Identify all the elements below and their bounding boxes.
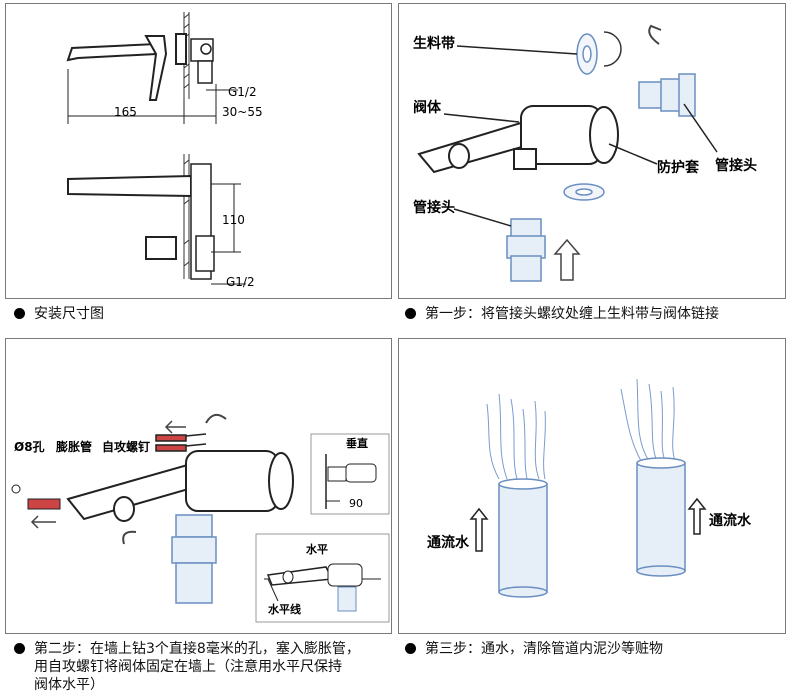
step-one-drawing: 生料带 阀体 防护套 管接头 管接头 xyxy=(413,24,757,282)
pipe-joint-mounted xyxy=(171,514,217,604)
panel-step-three: 通流水 通流水 xyxy=(398,338,786,634)
handle-side-view xyxy=(144,35,168,101)
rotate-arrow-icon xyxy=(205,413,227,424)
bullet-icon xyxy=(405,308,416,319)
panel-dimensions: G1/2 165 30~55 110 G1/2 xyxy=(5,3,392,299)
inset-horizontal xyxy=(255,533,390,623)
arrow-left-icon xyxy=(164,420,186,434)
anchor-plug xyxy=(27,498,61,510)
panel-step-two: Ø8孔 膨胀管 自攻螺钉 垂直 90 水平 水平线 xyxy=(5,338,392,634)
valve-body-top xyxy=(190,38,214,84)
label-vertical: 垂直 xyxy=(346,436,368,450)
label-anchor: 膨胀管 xyxy=(55,439,92,454)
dim-label-g12-top: G1/2 xyxy=(228,85,257,99)
label-flow-left: 通流水 xyxy=(427,534,470,551)
label-hole: Ø8孔 xyxy=(14,440,45,454)
up-arrow-icon xyxy=(469,507,489,552)
caption-step-two: 第二步：在墙上钻3个直接8毫米的孔，塞入膨胀管， 用自攻螺钉将阀体固定在墙上（注… xyxy=(14,640,394,694)
label-horizontal: 水平 xyxy=(306,542,328,556)
bullet-icon xyxy=(14,308,25,319)
inset-vertical xyxy=(310,433,390,515)
valve-body-mounted xyxy=(66,450,294,522)
ptfe-tape-roll-top xyxy=(576,33,598,75)
label-screw: 自攻螺钉 xyxy=(102,439,150,454)
spout-side-view xyxy=(66,42,157,62)
caption-step-one: 第一步：将管接头螺纹处缠上生料带与阀体链接 xyxy=(405,305,719,323)
water-stream-right xyxy=(620,378,676,462)
ptfe-tape-roll-bottom xyxy=(563,183,605,201)
spout-top-view xyxy=(67,174,192,198)
label-90: 90 xyxy=(349,497,363,510)
escutcheon-top xyxy=(175,33,187,65)
label-flow-right: 通流水 xyxy=(709,512,752,529)
pipe-left xyxy=(498,478,548,598)
caption-dimensions: 安装尺寸图 xyxy=(14,305,104,323)
arrow-left-icon xyxy=(30,515,56,529)
wall-hatch-bottom xyxy=(183,154,190,279)
panel-step-one: 生料带 阀体 防护套 管接头 管接头 xyxy=(398,3,786,299)
label-protective-cover: 防护套 xyxy=(657,159,699,176)
screws-top xyxy=(155,433,207,452)
water-stream-left xyxy=(486,393,546,480)
pipe-joint-left xyxy=(506,218,546,282)
pipe-joint-right xyxy=(638,73,696,117)
faucet-dimension-drawing: G1/2 165 30~55 110 G1/2 xyxy=(66,12,263,289)
curved-arrow-icon xyxy=(648,24,662,45)
up-arrow-icon xyxy=(553,238,581,281)
step-three-drawing: 通流水 通流水 xyxy=(427,378,752,598)
dim-label-110: 110 xyxy=(222,213,245,227)
bullet-icon xyxy=(14,643,25,654)
dim-label-165: 165 xyxy=(114,105,137,119)
valve-body-drawing xyxy=(417,105,619,174)
dim-label-g12-bottom: G1/2 xyxy=(226,275,255,289)
label-pipe-joint-right: 管接头 xyxy=(715,157,757,174)
step-two-drawing: Ø8孔 膨胀管 自攻螺钉 垂直 90 水平 水平线 xyxy=(11,413,390,623)
label-valve-body: 阀体 xyxy=(413,99,442,116)
label-ptfe-tape: 生料带 xyxy=(413,35,455,52)
label-level-line: 水平线 xyxy=(268,602,301,616)
hole-icon xyxy=(11,484,21,494)
up-arrow-icon xyxy=(687,497,707,535)
valve-block-bottom xyxy=(195,235,215,272)
handle-top-view xyxy=(145,236,177,260)
pipe-right xyxy=(636,457,686,577)
bullet-icon xyxy=(405,643,416,654)
rotate-arrow-icon xyxy=(122,530,137,545)
caption-step-three: 第三步：通水，清除管道内泥沙等赃物 xyxy=(405,640,663,658)
dim-label-30-55: 30~55 xyxy=(222,105,263,119)
rotate-arrow-icon xyxy=(603,31,622,67)
label-pipe-joint-left: 管接头 xyxy=(413,199,455,216)
